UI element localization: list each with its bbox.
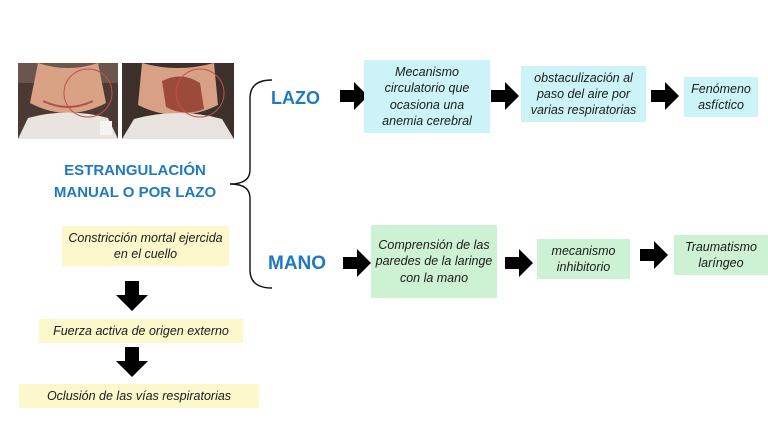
chain-step-2: Fuerza activa de origen externo [39,319,243,343]
lazo-step-3: Fenómeno asfíctico [684,77,758,117]
arrow-right-icon [343,249,371,277]
chain-step-1: Constricción mortal ejercida en el cuell… [62,226,229,266]
mano-step-3: Traumatismo laríngeo [674,235,768,275]
arrow-right-icon [640,241,668,269]
curly-brace [229,79,273,289]
photo-neck-ligature [18,63,118,139]
branch-label-lazo: LAZO [271,88,320,108]
hand-photo-illustration [122,63,234,139]
chain-step-3: Oclusión de las vías respiratorias [19,384,259,408]
lazo-step-2: obstaculización al paso del aire por var… [521,66,646,122]
mano-step-1: Comprensión de las paredes de la laringe… [371,225,497,298]
main-title: ESTRANGULACIÓN MANUAL O POR LAZO [40,160,230,204]
lazo-step-1: Mecanismo circulatorio que ocasiona una … [364,60,490,133]
photo-neck-manual [122,63,234,139]
title-line-2: MANUAL O POR LAZO [53,183,217,201]
arrow-right-icon [505,249,533,277]
arrow-right-icon [340,82,368,110]
arrow-down-icon [116,281,148,311]
branch-label-mano: MANO [268,253,327,274]
mano-step-2: mecanismo inhibitorio [537,239,630,279]
neck-photo-illustration [18,63,118,139]
title-line-1: ESTRANGULACIÓN [64,162,206,179]
arrow-down-icon [116,347,148,377]
arrow-right-icon [651,82,679,110]
arrow-right-icon [491,82,519,110]
